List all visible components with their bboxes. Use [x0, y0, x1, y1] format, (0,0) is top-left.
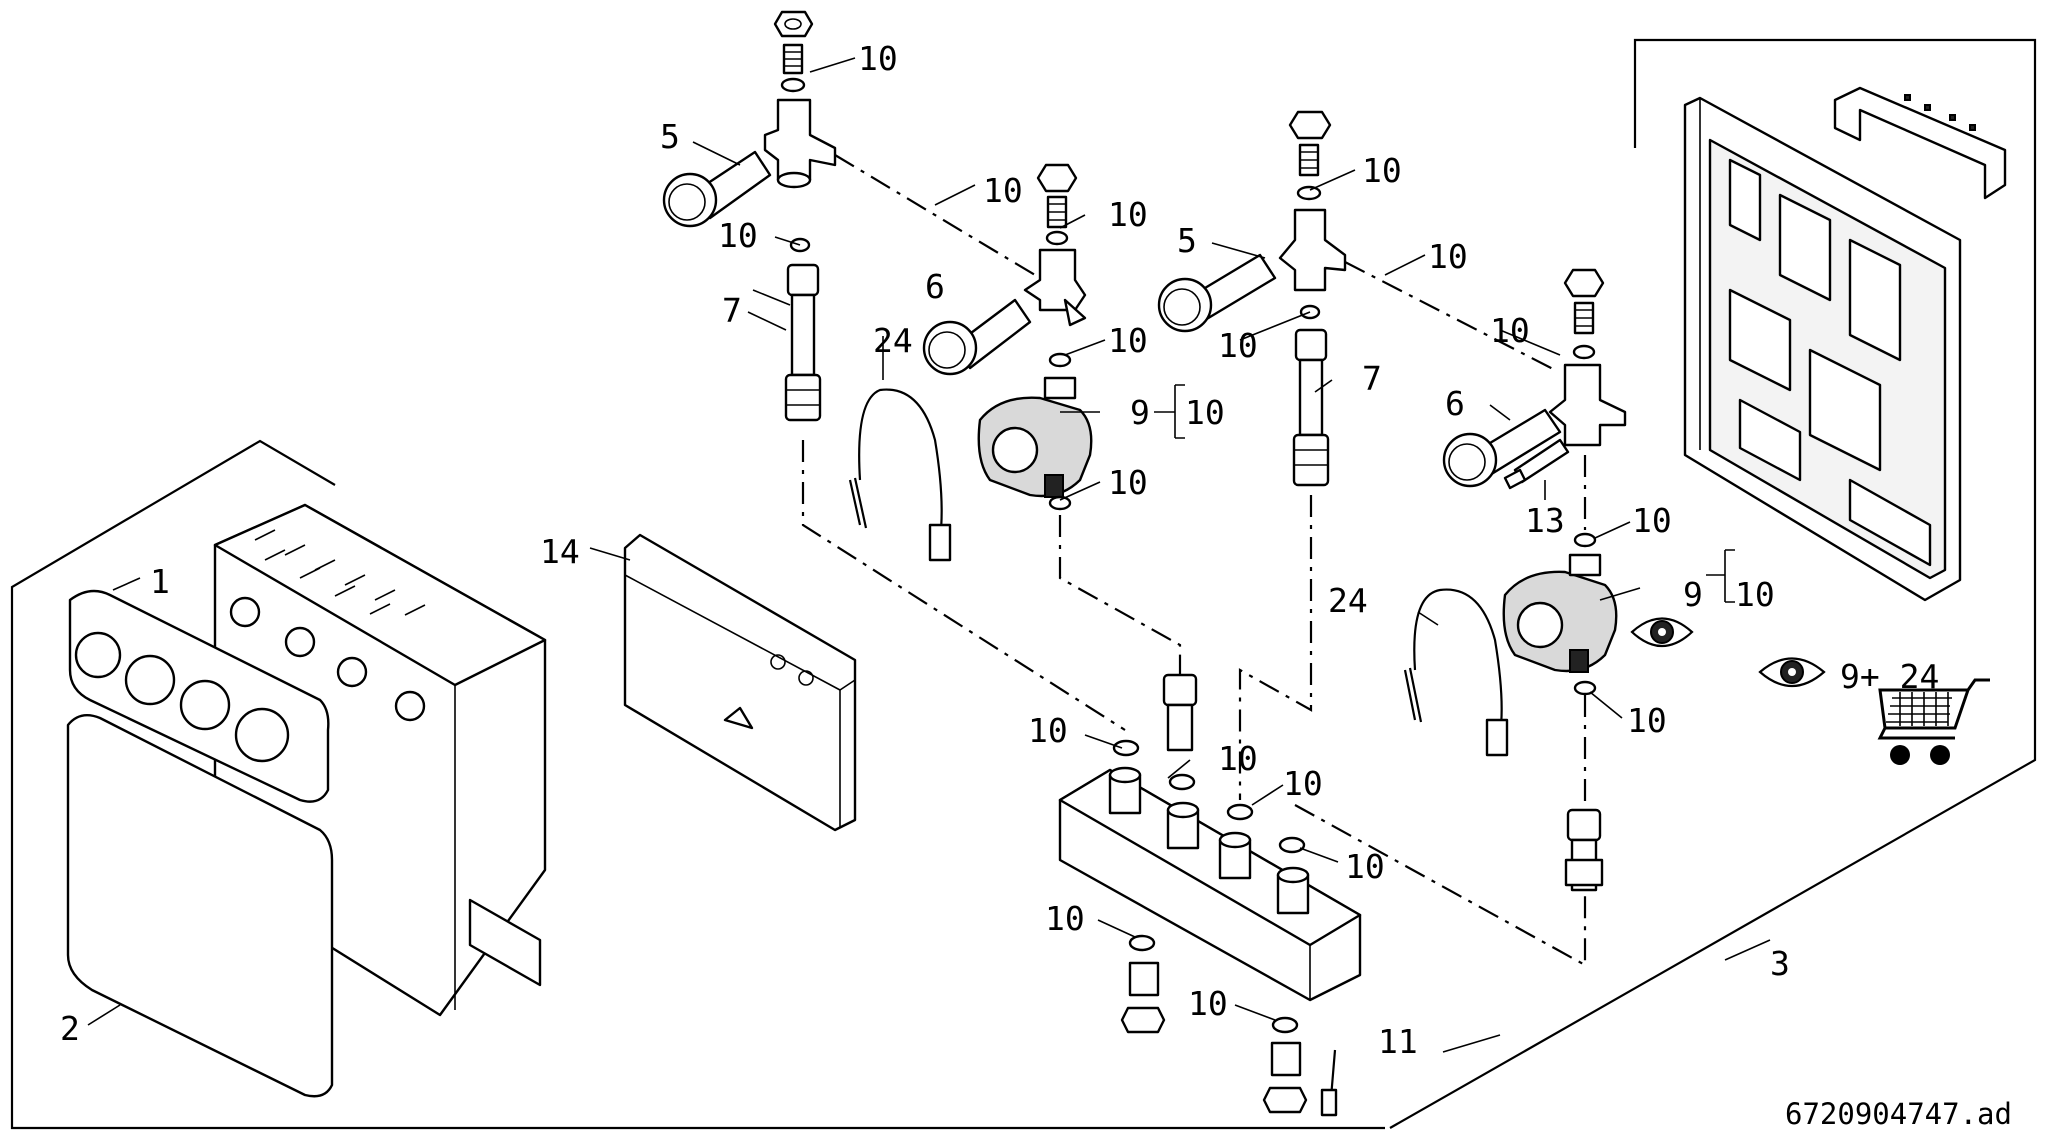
- kit-frame-left: [10, 439, 1385, 1130]
- label-10: 10: [1362, 151, 1402, 190]
- temperature-sensor: [1320, 1049, 1338, 1117]
- label-10: 10: [983, 171, 1023, 210]
- label-10: 10: [858, 39, 898, 78]
- circulation-pump-left: [977, 376, 1093, 498]
- label-10: 10: [1428, 237, 1468, 276]
- sensor-cable-left: [848, 388, 952, 562]
- label-14: 14: [540, 532, 580, 571]
- front-cover-top: [68, 589, 330, 803]
- seal-ring: [1048, 352, 1072, 368]
- seal-ring: [1572, 344, 1596, 360]
- drawing-number: 6720904747.ad: [1785, 1097, 2012, 1131]
- label-9b: 9: [1683, 575, 1703, 614]
- tee-valve-left: [763, 98, 837, 189]
- nut-top-left: [773, 10, 814, 38]
- tee-valve-right: [1278, 208, 1347, 292]
- manifold-stub-3: [1218, 831, 1252, 880]
- nut-far-right: [1563, 268, 1605, 298]
- label-6b: 6: [1445, 384, 1465, 423]
- label-10: 10: [1188, 984, 1228, 1023]
- label-13: 13: [1525, 501, 1565, 540]
- manifold-stub-4: [1276, 866, 1310, 915]
- thermometer-valve-right: [1157, 253, 1277, 333]
- front-cover-bottom: [66, 714, 334, 1098]
- nipple-upper-mid: [1046, 195, 1068, 229]
- position-labels: 1 2 3 5 5 6 6 7 7 9 9 11 13 14 24 24 10 …: [60, 39, 1939, 1061]
- nut-upper-mid: [1036, 163, 1078, 193]
- label-10: 10: [1345, 847, 1385, 886]
- label-7a: 7: [722, 291, 742, 330]
- label-6a: 6: [925, 267, 945, 306]
- nipple-top-right: [1298, 143, 1320, 177]
- label-10: 10: [1627, 701, 1667, 740]
- seal-ring: [1573, 532, 1597, 548]
- pipe-section-left: [784, 263, 822, 422]
- manifold-stub-1: [1108, 766, 1142, 815]
- label-5a: 5: [660, 117, 680, 156]
- connection-lines: [801, 154, 1587, 967]
- lower-nipple-right: [1262, 1041, 1308, 1114]
- pipe-section-right: [1292, 328, 1330, 487]
- manifold-block: [1058, 768, 1362, 1002]
- control-unit: [623, 533, 857, 832]
- label-10: 10: [1218, 326, 1258, 365]
- label-2: 2: [60, 1009, 80, 1048]
- label-10: 10: [1108, 195, 1148, 234]
- label-10: 10: [1185, 393, 1225, 432]
- label-7b: 7: [1362, 359, 1382, 398]
- lower-nipple-left: [1120, 961, 1166, 1034]
- circulation-pump-right: [1502, 553, 1618, 673]
- thermometer-valve-mid: [922, 298, 1032, 376]
- bypass-valve: [1503, 438, 1570, 490]
- label-11: 11: [1378, 1022, 1418, 1061]
- thermometer-valve-left: [662, 150, 772, 228]
- label-10: 10: [1490, 311, 1530, 350]
- tee-valve-mid: [1023, 248, 1087, 327]
- seal-ring: [780, 77, 806, 93]
- return-pipe-right: [1564, 808, 1604, 892]
- label-9-plus-24: 9+ 24: [1840, 657, 1939, 696]
- seal-ring: [1045, 230, 1069, 246]
- label-10: 10: [1108, 321, 1148, 360]
- kit-frame-right: [1389, 38, 2037, 1129]
- rear-insulation-panel: [1683, 96, 1962, 602]
- shopping-cart-icon: [1877, 678, 1990, 765]
- tee-valve-far-right: [1548, 363, 1627, 447]
- nut-top-right: [1288, 110, 1332, 140]
- seal-ring: [1573, 680, 1597, 696]
- leader-lines: [87, 57, 1771, 1053]
- nipple-top-left: [782, 43, 804, 75]
- label-10: 10: [1218, 739, 1258, 778]
- label-10: 10: [1283, 764, 1323, 803]
- label-10: 10: [1735, 575, 1775, 614]
- label-10: 10: [1028, 711, 1068, 750]
- seal-ring: [1048, 495, 1072, 511]
- label-1: 1: [150, 562, 170, 601]
- thermometer-valve-far-right: [1442, 408, 1562, 488]
- label-24b: 24: [1328, 581, 1368, 620]
- label-24a: 24: [873, 321, 913, 360]
- upper-pipe-mid: [1162, 673, 1198, 752]
- manifold-seals: [1112, 739, 1306, 1034]
- eye-icon: [1758, 657, 1826, 687]
- nipple-far-right: [1573, 301, 1595, 335]
- manifold-stub-2: [1166, 801, 1200, 850]
- label-10: 10: [718, 216, 758, 255]
- label-9a: 9: [1130, 393, 1150, 432]
- label-3: 3: [1770, 944, 1790, 983]
- seal-ring: [1296, 185, 1322, 201]
- wall-bracket: [1833, 86, 2007, 200]
- label-10: 10: [1632, 501, 1672, 540]
- eye-icon: [1630, 617, 1694, 647]
- label-10: 10: [1108, 463, 1148, 502]
- label-5b: 5: [1177, 221, 1197, 260]
- label-10: 10: [1045, 899, 1085, 938]
